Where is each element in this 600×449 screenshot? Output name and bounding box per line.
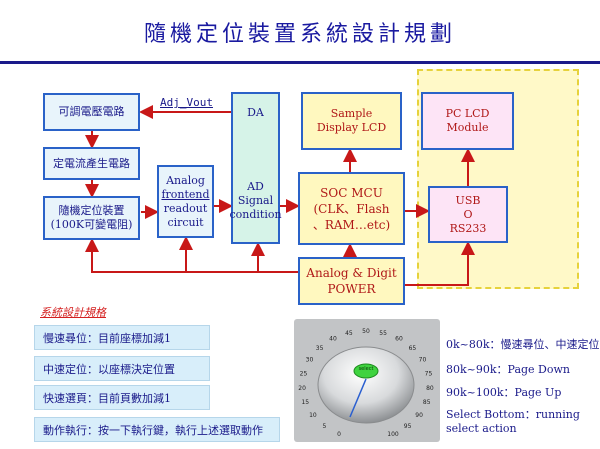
dial-tick-label: 100: [387, 431, 399, 438]
dial-tick-label: 5: [322, 423, 326, 430]
device-label-line1: 隨機定位裝置: [58, 204, 125, 217]
dial-tick-label: 95: [404, 423, 412, 430]
adjustable-voltage-circuit: 可調電壓電路: [43, 93, 140, 131]
mcu-line3: 、RAM…etc): [312, 217, 391, 232]
soc-mcu: SOC MCU (CLK、Flash 、RAM…etc): [298, 172, 405, 245]
note-select-line2: select action: [446, 422, 517, 435]
pc-lcd-line2: Module: [446, 121, 489, 134]
analog-frontend-line3: readout: [163, 201, 208, 215]
dial-tick-label: 70: [419, 357, 427, 364]
power-bus-left: [85, 238, 298, 273]
dial-tick-label: 85: [423, 399, 431, 406]
mcu-line2: (CLK、Flash: [313, 201, 390, 216]
dial-tick-label: 55: [379, 330, 387, 337]
note-page-down: 80k~90k：Page Down: [446, 363, 570, 376]
dial-tick-label: 10: [309, 412, 317, 419]
adj-vout-label: Adj_Vout: [160, 96, 213, 109]
usb-line3: RS233: [449, 221, 487, 235]
spec-heading: 系統設計規格: [40, 306, 106, 319]
display-line2: Display LCD: [316, 121, 387, 134]
sample-display-lcd: Sample Display LCD: [301, 92, 402, 150]
spec-item-medium: 中速定位：以座標決定位置: [34, 356, 210, 381]
usb-line2: O: [463, 207, 473, 221]
analog-frontend-circuit: Analog frontend readout circuit: [157, 165, 214, 238]
dial-tick-label: 20: [298, 385, 306, 392]
note-range-slow: 0k~80k：慢速尋位、中速定位: [446, 338, 600, 351]
display-line1: Sample: [330, 107, 373, 120]
analog-frontend-line2: frontend: [161, 187, 210, 201]
adjustable-voltage-circuit-label: 可調電壓電路: [58, 105, 125, 118]
mcu-line1: SOC MCU: [320, 185, 383, 200]
power-line2: POWER: [327, 282, 376, 296]
note-page-up: 90k~100k：Page Up: [446, 386, 562, 399]
da-ad-module: DA AD Signal condition: [229, 92, 282, 244]
analog-frontend-line1: Analog: [166, 173, 205, 187]
analog-digital-power: Analog & Digit POWER: [298, 257, 405, 305]
dial-tick-label: 15: [301, 399, 309, 406]
page-title: 隨機定位裝置系統設計規劃: [143, 22, 456, 47]
dial-tick-label: 60: [395, 336, 403, 343]
dial-tick-label: 0: [337, 431, 341, 438]
select-button-label: select: [358, 366, 374, 372]
dial-tick-label: 35: [316, 345, 324, 352]
dial-tick-label: 50: [362, 328, 370, 335]
power-bus-right: [405, 241, 475, 286]
knob-body: [317, 346, 415, 424]
device-label-line2: (100K可變電阻): [50, 218, 133, 231]
spec-item-fast: 快速選頁：目前頁數加減1: [34, 385, 210, 410]
dial-tick-label: 75: [425, 370, 433, 377]
power-line1: Analog & Digit: [306, 266, 397, 280]
ad-label-line1: AD: [247, 180, 264, 193]
dial-tick-label: 80: [426, 385, 434, 392]
pc-lcd-line1: PC LCD: [445, 107, 490, 120]
da-label: DA: [247, 106, 264, 119]
spec-item-slow: 慢速尋位：目前座標加減1: [34, 325, 210, 350]
note-select-line1: Select Bottom：running: [446, 408, 580, 421]
dial-tick-label: 30: [306, 357, 314, 364]
usb-line1: USB: [455, 193, 481, 207]
dial-tick-label: 45: [345, 330, 353, 337]
constant-current-circuit: 定電流產生電路: [43, 147, 140, 180]
dial-tick-label: 25: [300, 370, 308, 377]
random-positioning-device: 隨機定位裝置 (100K可變電阻): [43, 196, 140, 240]
dial-tick-label: 90: [415, 412, 423, 419]
title-divider: [0, 61, 600, 64]
select-button[interactable]: [353, 363, 379, 379]
constant-current-circuit-label: 定電流產生電路: [53, 156, 130, 170]
pc-lcd-module: PC LCD Module: [421, 92, 514, 150]
dial-tick-label: 65: [409, 345, 417, 352]
knob-pointer: [349, 378, 367, 418]
ad-label-line2: Signal: [237, 194, 274, 207]
analog-frontend-line4: circuit: [167, 215, 204, 229]
dial-tick-label: 40: [329, 336, 337, 343]
usb-rs233-interface: USB O RS233: [428, 186, 508, 243]
ad-label-line3: condition: [229, 208, 282, 221]
spec-item-execute: 動作執行：按一下執行鍵，執行上述選取動作: [34, 417, 280, 442]
